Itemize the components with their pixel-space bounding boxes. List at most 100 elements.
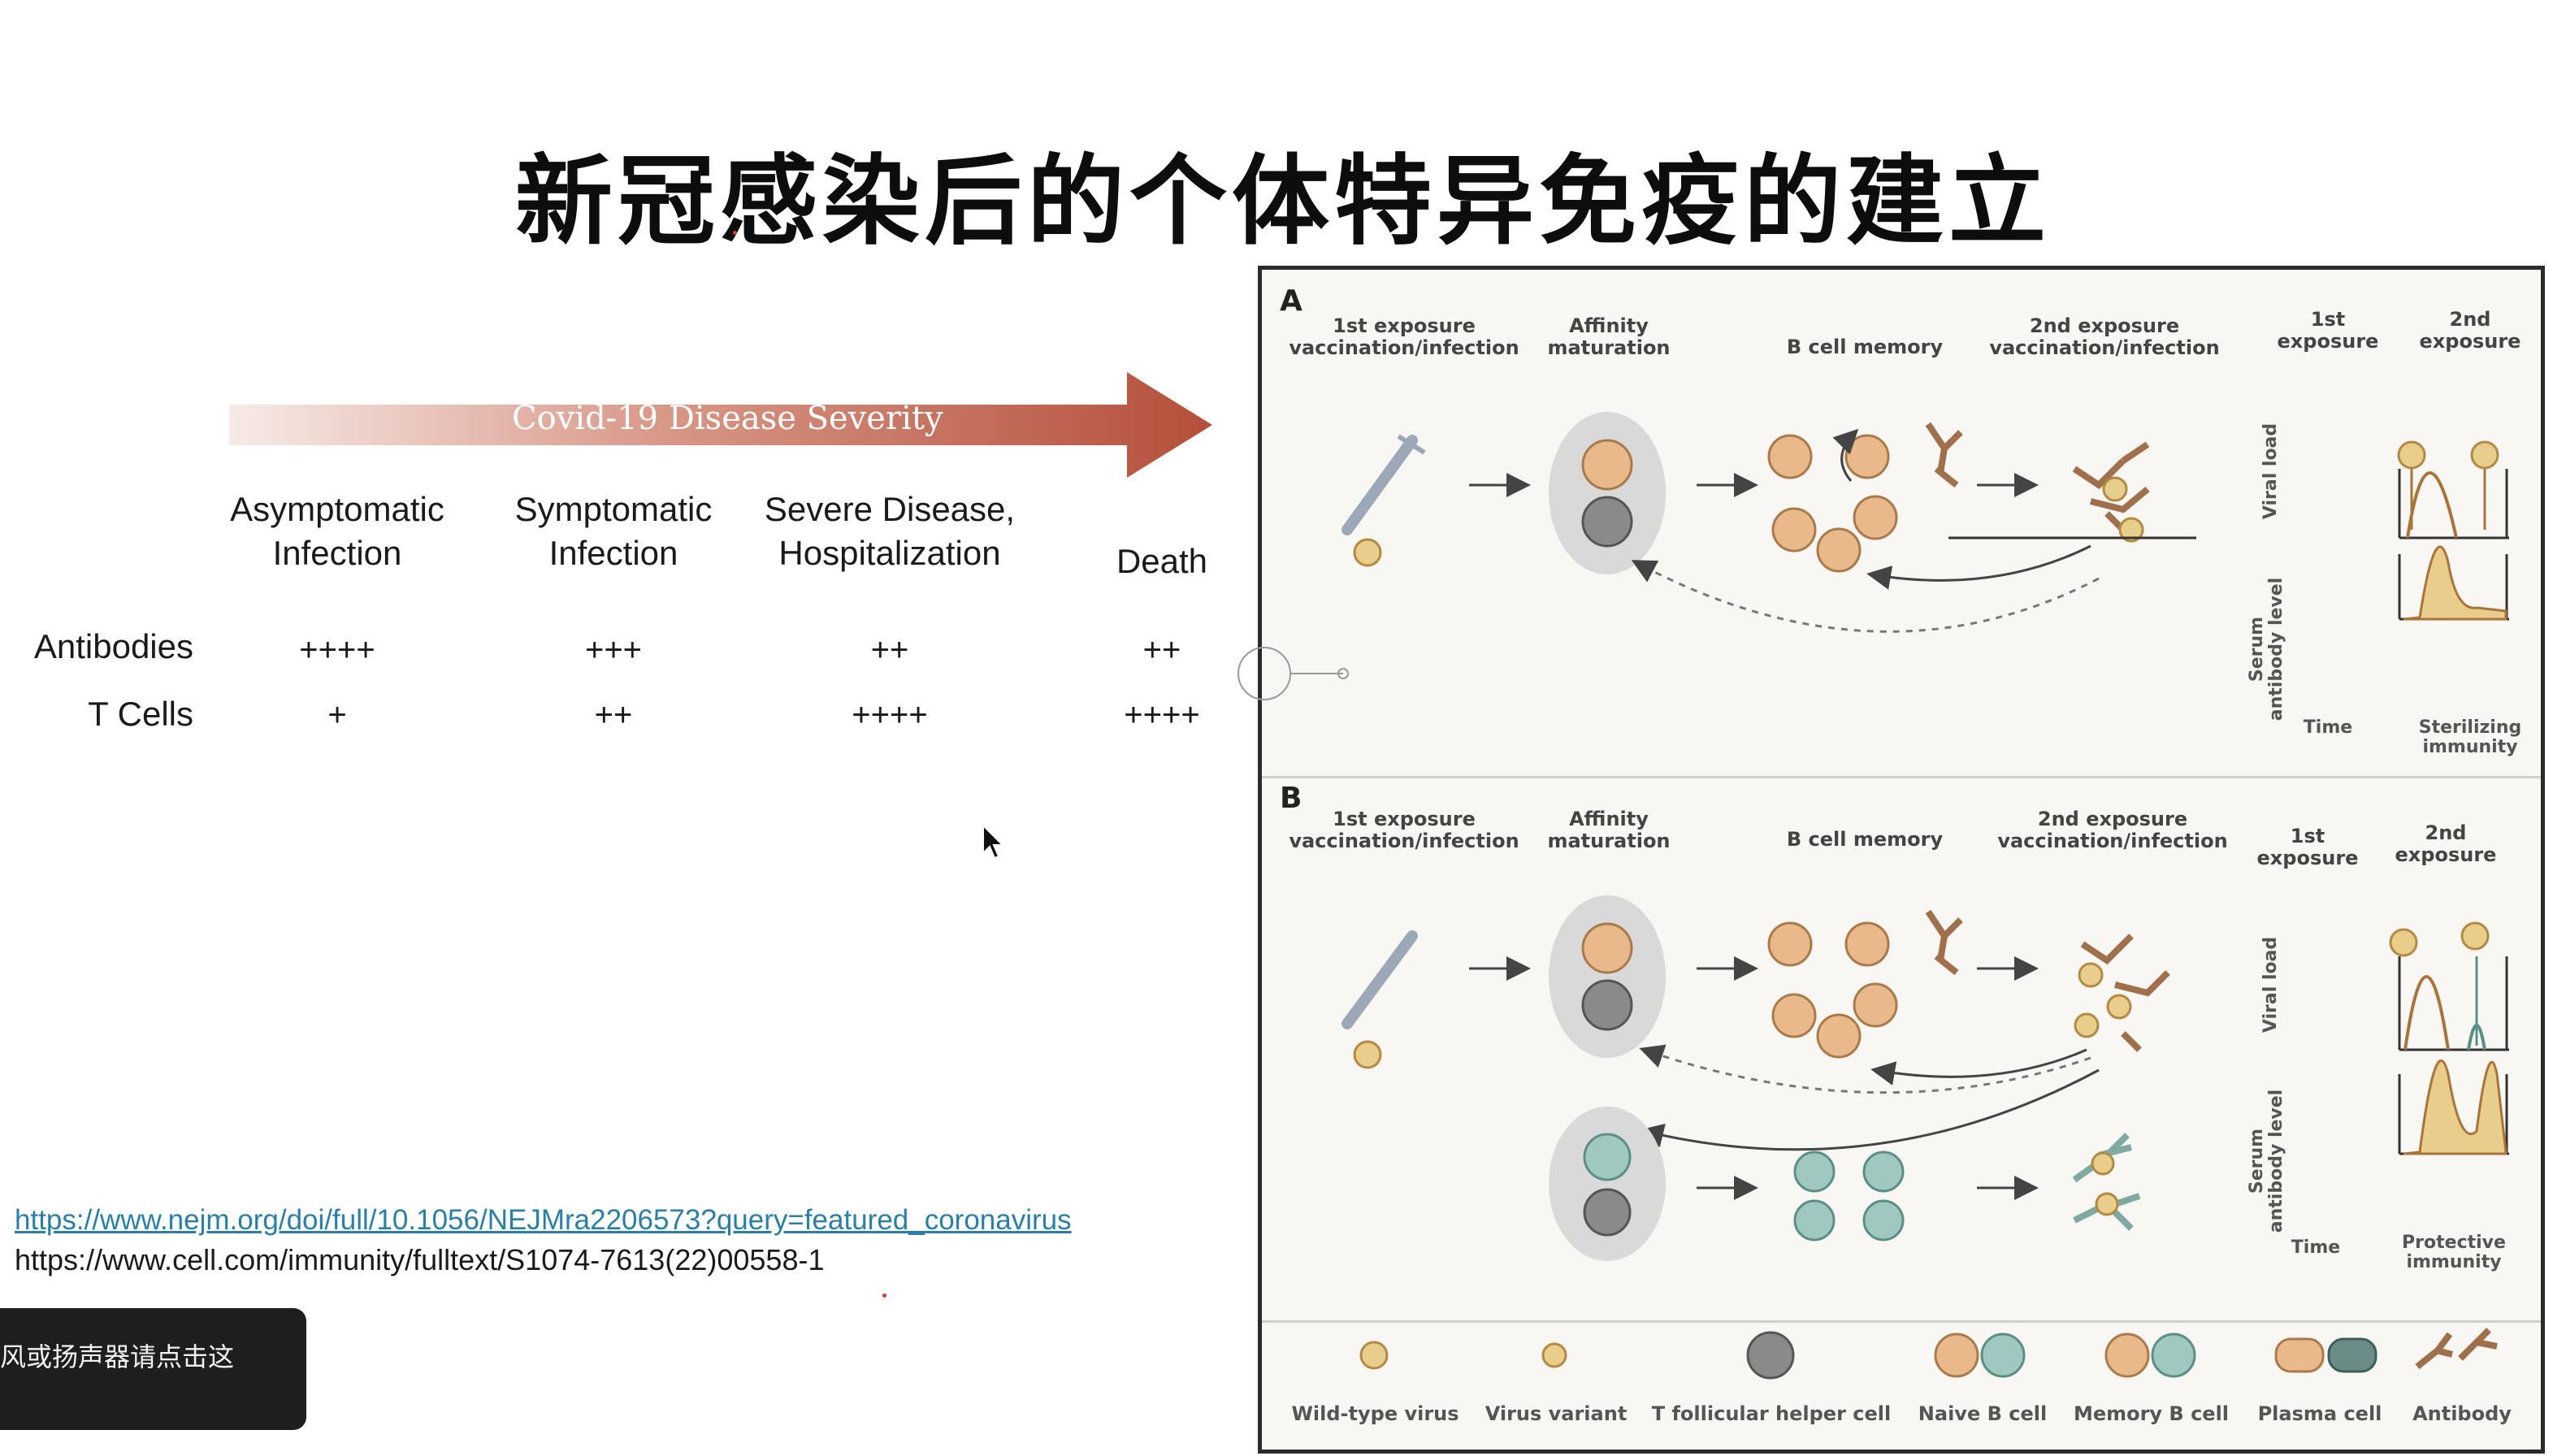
memory-b-cell-icon [1771, 507, 1817, 552]
nejm-link[interactable]: https://www.nejm.org/doi/full/10.1056/NE… [15, 1204, 1072, 1236]
audio-prompt-toast[interactable] [0, 1308, 306, 1430]
figure-illustration [1342, 412, 2509, 1380]
stage-line: vaccination/infection [1997, 830, 2228, 852]
virus-variant-icon [2106, 994, 2132, 1020]
exposure-line: exposure [2395, 843, 2497, 866]
b-cell-icon [1581, 922, 1633, 974]
legend-divider [1262, 1320, 2541, 1323]
outcome-line: Protective [2402, 1233, 2506, 1253]
immunity-figure [1258, 266, 2545, 1454]
outcome-line: immunity [2406, 1252, 2502, 1272]
differentiation-arrow [1832, 428, 1859, 482]
plasma-cell-icon [1767, 434, 1813, 479]
panel-a-exposure2: 2nd exposure [2409, 309, 2531, 353]
panel-a-exposure1: 1st exposure [2267, 309, 2389, 353]
syringe-icon [1342, 434, 1426, 535]
naive-b-cell-icon [1934, 1332, 1979, 1378]
audio-prompt-text[interactable]: 风或扬声器请点击这 [0, 1341, 235, 1372]
column-header-line: Infection [548, 534, 678, 572]
virus-icon [2102, 476, 2128, 502]
legend-label: T follicular helper cell [1651, 1402, 1892, 1425]
wild-type-virus-icon [1359, 1341, 1389, 1370]
column-header-death: Death [1116, 542, 1208, 580]
laser-pointer-dot [1337, 668, 1349, 679]
panel-divider [1262, 776, 2541, 778]
exposure-line: exposure [2277, 330, 2379, 353]
panel-a-stage: 1st exposure vaccination/infection [1282, 315, 1526, 359]
legend-label: Antibody [2412, 1402, 2512, 1425]
virus-variant-icon [2091, 1151, 2115, 1176]
virus-variant-icon [2074, 1012, 2100, 1038]
annotation-dot [882, 1294, 886, 1298]
column-header-line: Asymptomatic [230, 490, 444, 528]
syringe-icon [1342, 930, 1418, 1029]
recall-dashed-arrow [1631, 560, 2100, 633]
column-header-asymptomatic: Asymptomatic Infection [211, 488, 463, 575]
naive-b-cell-icon [1583, 1133, 1632, 1181]
column-header-severe: Severe Disease, Hospitalization [752, 488, 1028, 575]
plasma-cell-icon [2274, 1337, 2325, 1373]
memory-b-cell-icon [1862, 1199, 1905, 1242]
virus-icon [2470, 440, 2499, 470]
virus-variant-icon [2095, 1192, 2119, 1216]
t-follicular-helper-cell-icon [1746, 1331, 1795, 1380]
time-axis-label: Time [2291, 1237, 2341, 1258]
viral-load-curve [2403, 975, 2450, 1051]
germinal-center [1549, 895, 1666, 1058]
panel-b-label: B [1280, 782, 1303, 815]
virus-icon [2397, 440, 2426, 470]
outcome-label: Sterilizing immunity [2405, 718, 2535, 757]
virus-variant-icon [1541, 1342, 1567, 1368]
stage-line: 2nd exposure [2037, 808, 2188, 830]
antibody-icon [1925, 422, 1963, 488]
antibody-level-curve [2403, 545, 2507, 621]
antibody-cluster-icon [2072, 441, 2150, 532]
memory-b-cell-icon [1816, 527, 1862, 573]
panel-a-illustration [1342, 412, 2509, 633]
t-cell-icon [1581, 496, 1633, 548]
panel-b-exposure2: 2nd exposure [2385, 822, 2507, 866]
antibody-plot-b [2398, 1059, 2509, 1155]
antibody-plot-a [2398, 545, 2509, 621]
table-cell: +++ [584, 632, 643, 668]
stage-line: 1st exposure [1333, 808, 1476, 830]
antibody-cluster-icon [2080, 934, 2170, 1052]
memory-b-cell-icon [1793, 1199, 1836, 1242]
viral-load-curve [2406, 471, 2458, 539]
recall-arrow [1870, 1048, 2087, 1086]
severity-arrow-label: Covid-19 Disease Severity [512, 400, 943, 437]
severity-arrow [229, 372, 1212, 478]
panel-a-label: A [1280, 284, 1303, 318]
legend-icons [1359, 1328, 2498, 1380]
plasma-cell-icon [1844, 434, 1890, 479]
plasma-cell-icon [1793, 1150, 1836, 1193]
exposure-line: 2nd [2425, 821, 2467, 844]
germinal-center [1549, 412, 1666, 574]
naive-b-cell-icon [1980, 1332, 2026, 1378]
column-header-line: Severe Disease, [764, 490, 1016, 528]
laser-pointer-icon [1237, 647, 1291, 700]
row-header-tcells: T Cells [88, 695, 193, 733]
stage-line: 1st exposure [1333, 314, 1476, 337]
b-cell-icon [1581, 439, 1633, 491]
panel-b-stage: B cell memory [1786, 828, 1944, 851]
virus-icon [2389, 928, 2418, 957]
stage-line: maturation [1547, 830, 1671, 852]
column-header-line: Hospitalization [778, 534, 1001, 572]
table-cell: ++++ [852, 697, 928, 733]
table-cell: ++ [594, 697, 633, 733]
table-cell: ++ [870, 632, 909, 668]
cell-link[interactable]: https://www.cell.com/immunity/fulltext/S… [15, 1243, 825, 1276]
memory-b-cell-icon [1771, 993, 1817, 1038]
virus-icon [1353, 1040, 1382, 1069]
laser-pointer-line [1291, 673, 1343, 674]
panel-a-stage: B cell memory [1786, 336, 1944, 358]
panel-a-stage: 2nd exposure vaccination/infection [1983, 315, 2226, 359]
antibody-icon [1925, 909, 1963, 976]
memory-b-cell-icon [1816, 1013, 1862, 1059]
panel-b-exposure1: 1st exposure [2247, 826, 2369, 869]
stage-line: 2nd exposure [2029, 314, 2180, 337]
outcome-line: Sterilizing [2418, 717, 2522, 738]
column-header-symptomatic: Symptomatic Infection [488, 488, 739, 575]
recall-arrow [1866, 544, 2091, 590]
